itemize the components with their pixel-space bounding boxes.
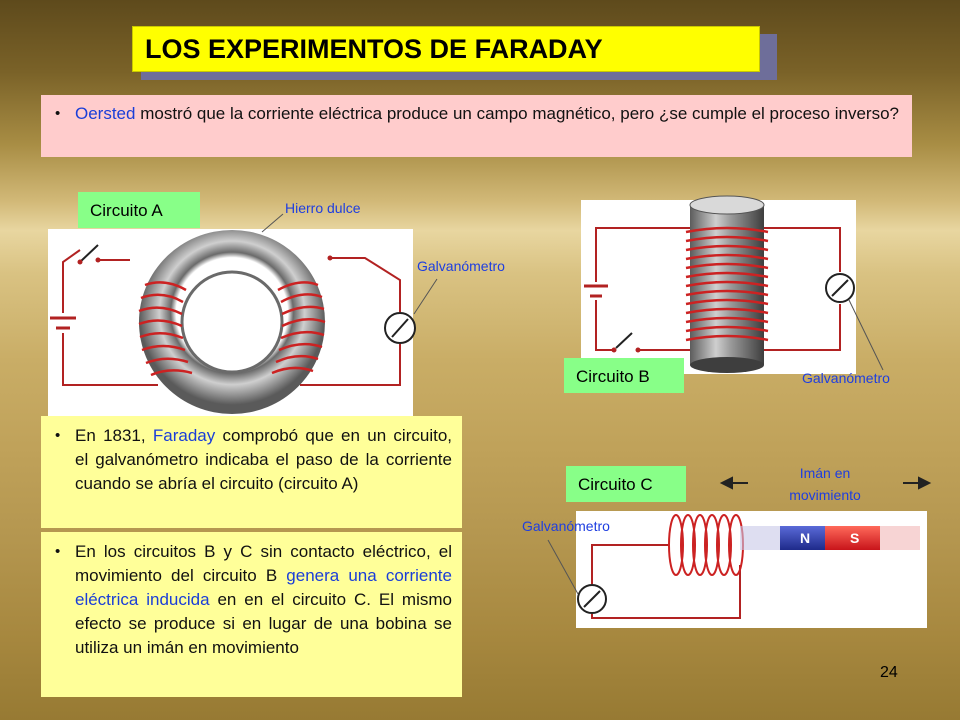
faraday-name: Faraday: [152, 426, 216, 445]
cylinder-coil: [685, 226, 769, 342]
circuit-c-wire: [591, 544, 741, 619]
intro-name: Oersted: [75, 104, 136, 123]
circuits-bc-highlight: genera una corriente eléctrica inducida: [75, 566, 452, 609]
circuits-bc-suffix: en en el circuito C. El mismo efecto se …: [75, 590, 452, 657]
circuit-c-label: Circuito C: [566, 466, 686, 502]
torus-left-coil: [138, 281, 193, 377]
circuit-b-battery-icon: [584, 284, 608, 298]
circuits-bc-box: • En los circuitos B y C sin contacto el…: [41, 532, 462, 697]
circuit-b-switch: [615, 332, 633, 349]
circuit-b-label: Circuito B: [564, 358, 684, 393]
bullet-icon: •: [55, 427, 61, 444]
magnet-motion-line1: Imán en: [799, 465, 851, 481]
circuit-c-galvanometer-icon: [577, 584, 607, 614]
intro-text: mostró que la corriente eléctrica produc…: [135, 104, 899, 123]
faraday-box: • En 1831, Faraday comprobó que en un ci…: [41, 416, 462, 528]
circuit-a-label: Circuito A: [78, 192, 200, 228]
galvanometer-c-pointer: [547, 539, 579, 595]
circuit-b-wire: [595, 227, 841, 351]
bullet-icon: •: [55, 543, 61, 560]
bullet-icon: •: [55, 105, 61, 122]
torus-right-coil: [271, 281, 326, 375]
circuit-a-galvanometer-icon: [384, 312, 416, 344]
galvanometer-b-pointer: [848, 299, 884, 371]
circuit-a-galvanometer-label: Galvanómetro: [417, 258, 505, 274]
motion-arrows: [719, 476, 932, 490]
circuit-c-coil: [668, 514, 744, 576]
faraday-text: comprobó que en un circuito, el galvanóm…: [75, 426, 452, 493]
magnet-pole-s: S: [850, 530, 859, 546]
slide-title: LOS EXPERIMENTOS DE FARADAY: [132, 26, 760, 72]
circuit-a-switch: [79, 244, 99, 263]
circuits-bc-prefix: En los circuitos B y C sin contacto eléc…: [75, 542, 452, 585]
iron-pointer: [261, 213, 284, 233]
circuit-a-left-wire: [62, 249, 158, 386]
circuit-b-galvanometer-icon: [825, 273, 855, 303]
galvanometer-a-pointer: [413, 278, 438, 315]
circuit-a-right-wire: [300, 257, 401, 386]
circuit-c-galvanometer-label: Galvanómetro: [522, 518, 610, 534]
iron-label: Hierro dulce: [285, 200, 361, 216]
intro-item: • Oersted mostró que la corriente eléctr…: [45, 103, 902, 125]
page-number: 24: [880, 664, 898, 681]
bar-magnet: N S: [740, 526, 920, 550]
faraday-prefix: En 1831,: [75, 426, 153, 445]
intro-box: • Oersted mostró que la corriente eléctr…: [41, 95, 912, 157]
magnet-motion-label: Imán en movimiento: [770, 462, 880, 506]
circuits-bc-item: • En los circuitos B y C sin contacto el…: [45, 540, 452, 660]
magnet-pole-n: N: [800, 530, 810, 546]
faraday-item: • En 1831, Faraday comprobó que en un ci…: [45, 424, 452, 496]
magnet-motion-line2: movimiento: [789, 487, 861, 503]
circuit-b-galvanometer-label: Galvanómetro: [802, 370, 890, 386]
circuit-a-battery-icon: [50, 316, 76, 330]
